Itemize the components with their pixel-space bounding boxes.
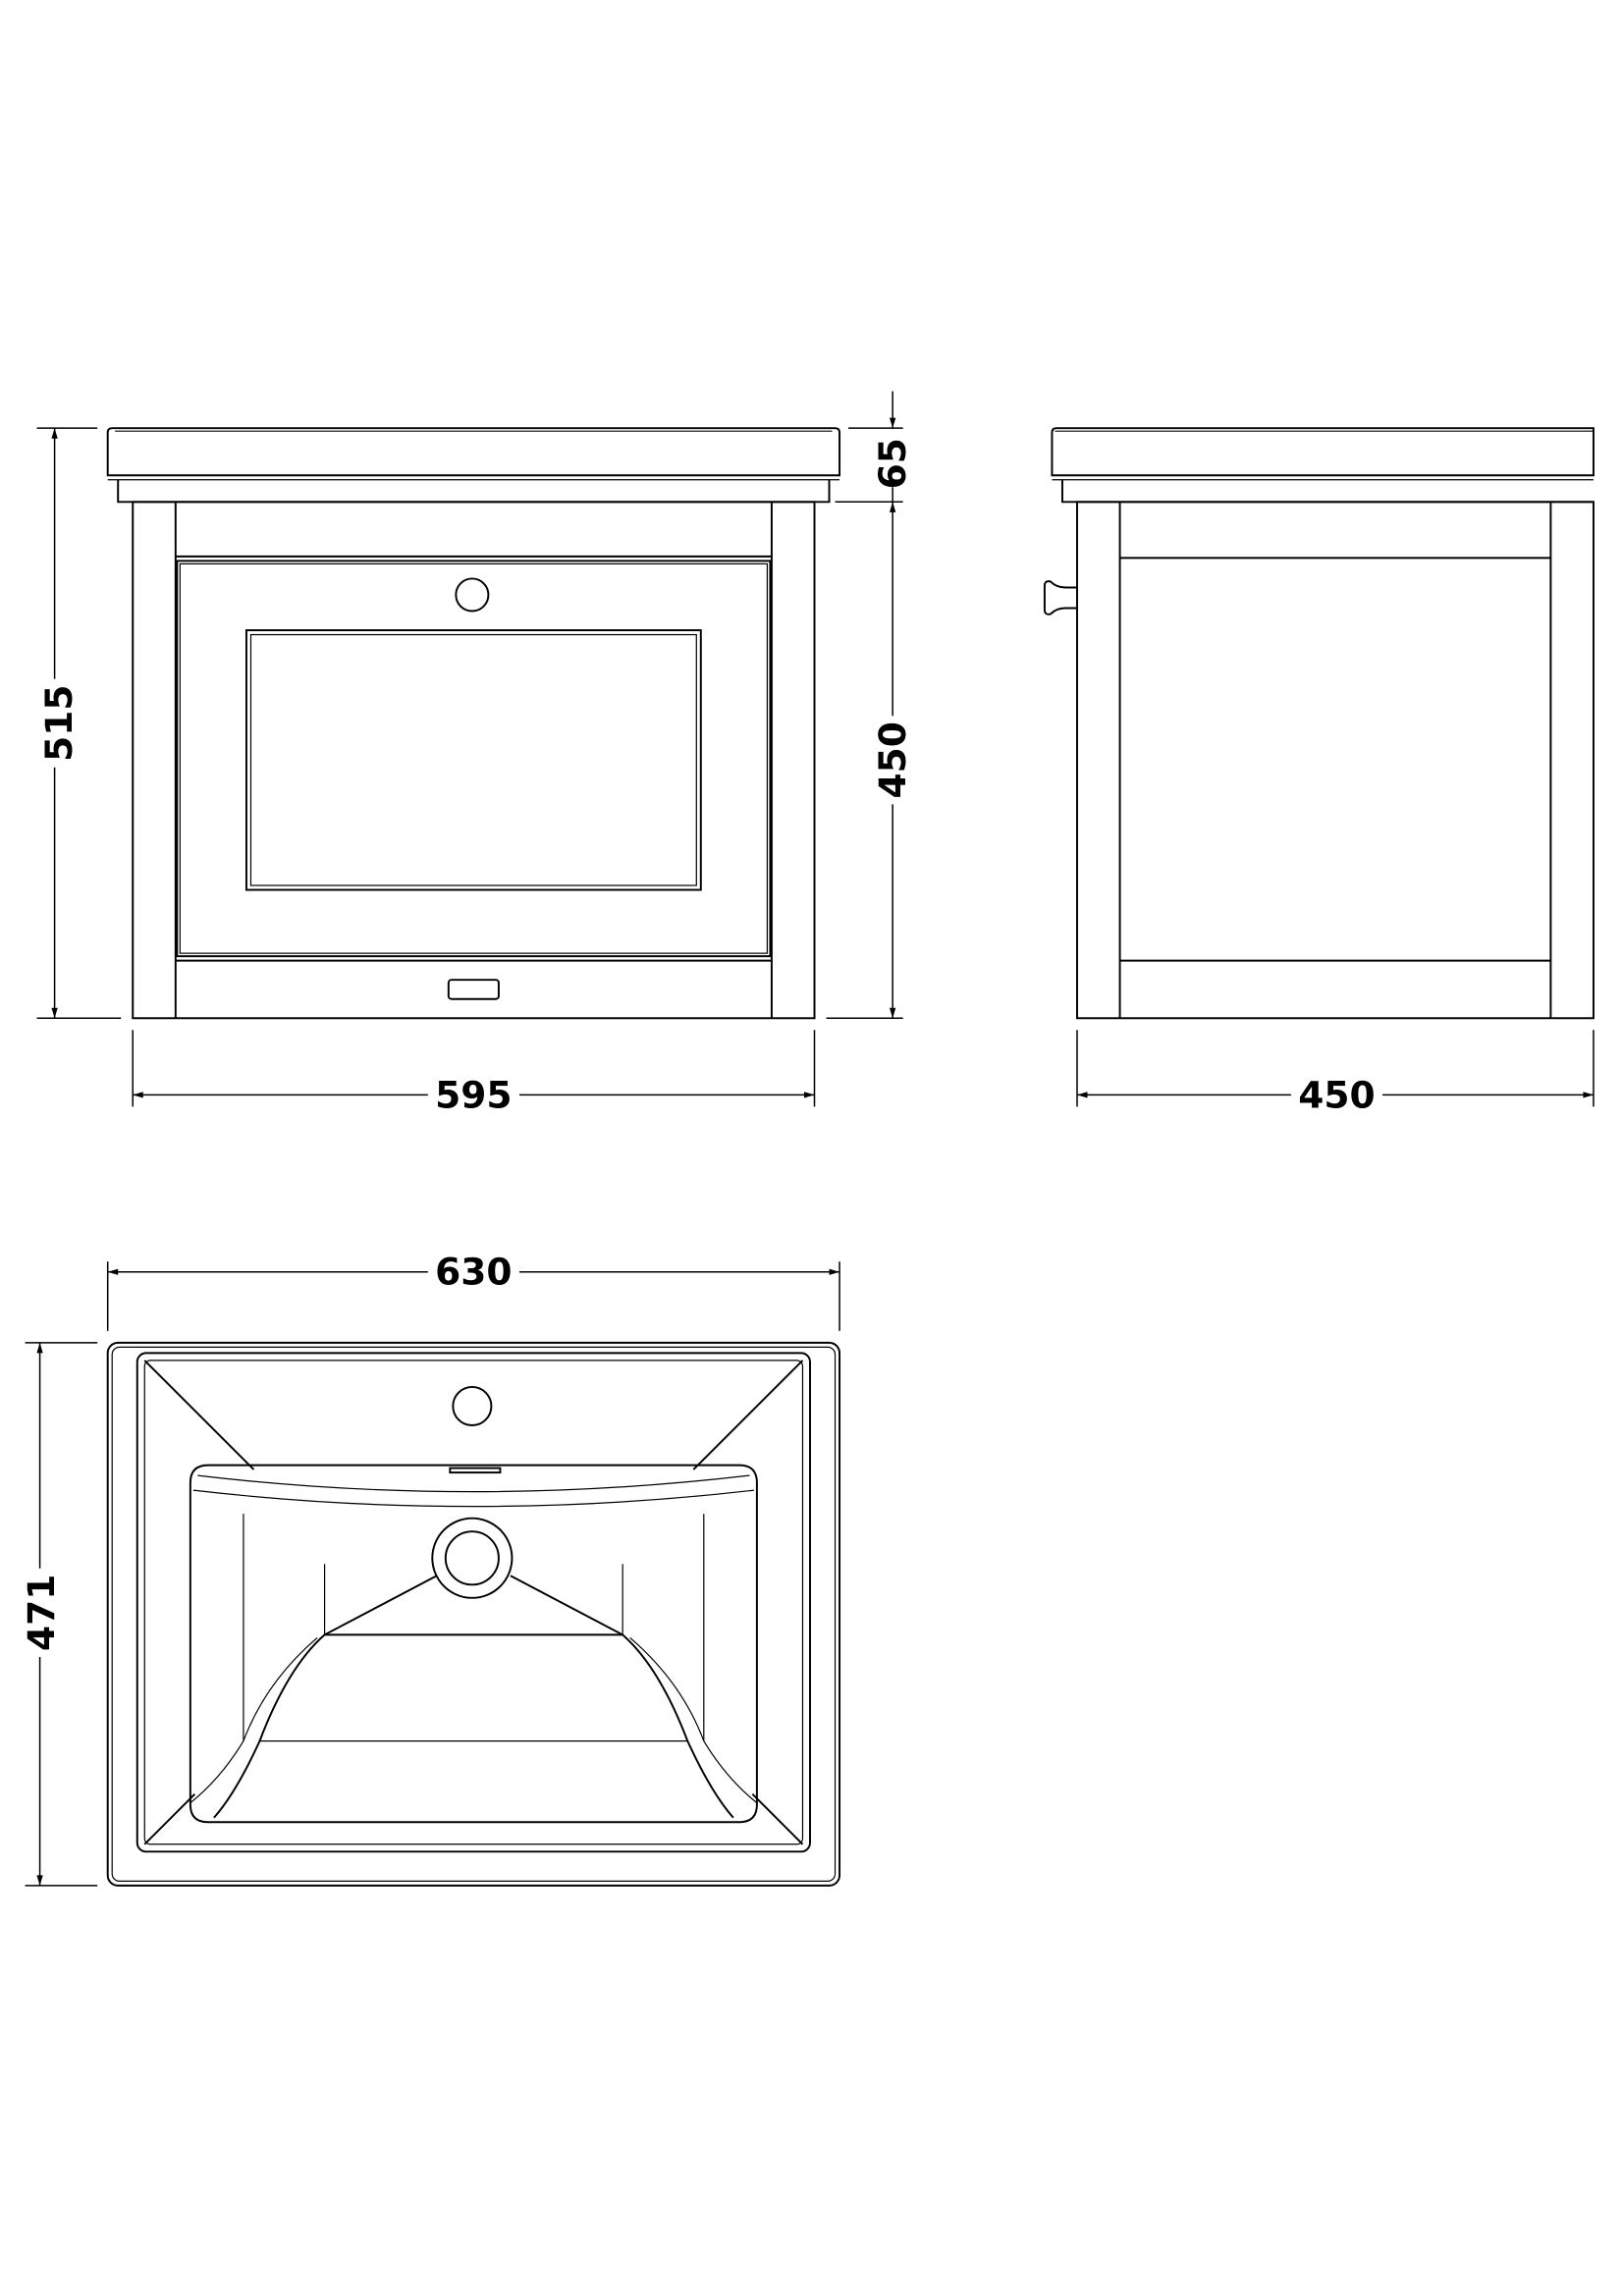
front-cabinet bbox=[132, 501, 816, 1020]
dim-total-height: 515 bbox=[37, 685, 81, 762]
tap-hole-icon bbox=[452, 1385, 493, 1426]
basin-outline bbox=[106, 1341, 841, 1887]
side-basin bbox=[1051, 427, 1595, 477]
dim-cabinet-height: 450 bbox=[871, 721, 914, 798]
dim-basin-width: 630 bbox=[435, 1251, 512, 1294]
top-view: 630 471 bbox=[20, 1251, 841, 1887]
dim-basin-depth: 471 bbox=[20, 1575, 63, 1651]
basin-rim bbox=[135, 1352, 811, 1853]
basin-bowl bbox=[189, 1464, 758, 1824]
dim-basin-height: 65 bbox=[871, 438, 914, 489]
drawer-handle-icon bbox=[447, 979, 500, 1000]
side-cabinet bbox=[1076, 501, 1595, 1020]
side-view: 450 bbox=[1043, 427, 1595, 1116]
dim-cabinet-width: 595 bbox=[435, 1073, 512, 1116]
front-basin-lip bbox=[117, 479, 831, 504]
tap-hole-icon bbox=[455, 577, 490, 613]
dim-side-depth: 450 bbox=[1298, 1073, 1375, 1116]
front-door bbox=[176, 560, 772, 958]
front-view: 515 65 450 595 bbox=[36, 391, 914, 1116]
waste-outlet-icon bbox=[431, 1517, 514, 1599]
front-basin bbox=[106, 427, 841, 477]
door-panel bbox=[244, 629, 702, 891]
knob-icon bbox=[1043, 580, 1077, 615]
